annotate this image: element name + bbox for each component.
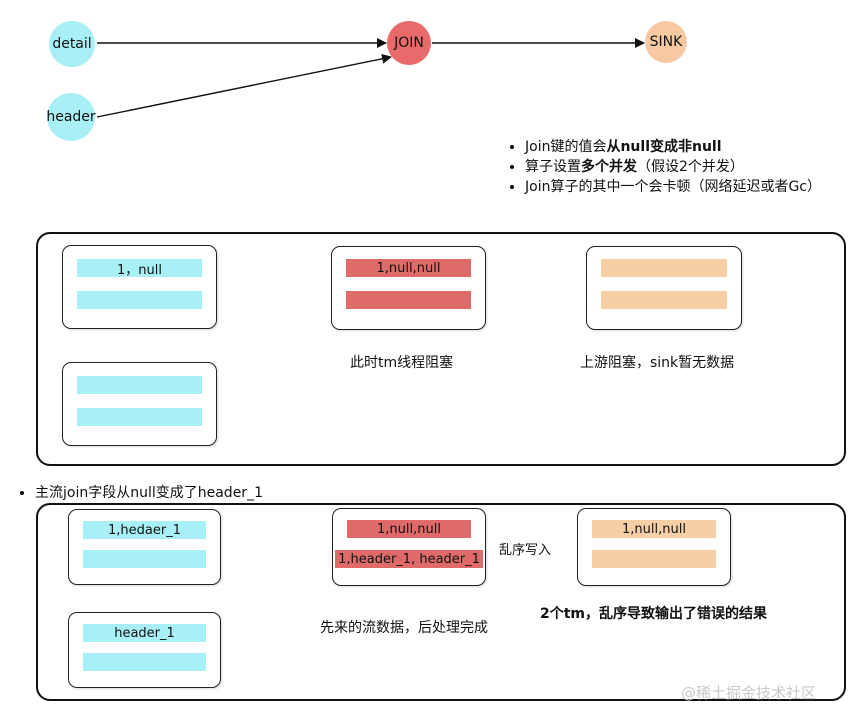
- p1-join-bar-1: 1,null,null: [346, 259, 471, 277]
- mid-note-item: 主流join字段从null变成了header_1: [35, 483, 263, 503]
- p1-sink-bar-1: [601, 259, 727, 277]
- p1-join-bar-2: [346, 291, 471, 309]
- p1-join-card: 1,null,null: [331, 246, 486, 330]
- node-detail: detail: [49, 21, 95, 67]
- p2-source-card-top: 1,hedaer_1: [68, 509, 221, 585]
- node-detail-label: detail: [52, 36, 92, 52]
- note-item: Join算子的其中一个会卡顿（网络延迟或者Gc）: [525, 177, 821, 197]
- p1-join-caption: 此时tm线程阻塞: [350, 355, 454, 371]
- p2-source-bottom-bar-2: [83, 653, 206, 671]
- watermark: @稀土掘金技术社区: [681, 684, 817, 702]
- p1-source-card-bottom: [62, 362, 217, 446]
- p1-source-bottom-bar-1: [77, 376, 202, 394]
- p2-arrow-label: 乱序写入: [499, 543, 552, 558]
- note-item: Join键的值会从null变成非null: [525, 137, 821, 157]
- node-join-label: JOIN: [394, 35, 424, 51]
- node-sink: SINK: [645, 21, 687, 63]
- p1-sink-caption: 上游阻塞，sink暂无数据: [580, 355, 735, 371]
- p2-join-card: 1,null,null 1,header_1, header_1: [332, 508, 486, 586]
- p2-join-bar-2: 1,header_1, header_1: [335, 550, 483, 568]
- p2-result-caption: 2个tm，乱序导致输出了错误的结果: [540, 606, 768, 622]
- node-header: header: [46, 93, 96, 141]
- p1-source-bar-1: 1，null: [77, 259, 202, 278]
- p2-sink-bar-1: 1,null,null: [592, 520, 716, 538]
- p2-source-bar-1: 1,hedaer_1: [83, 521, 206, 539]
- p2-sink-bar-2: [592, 550, 716, 568]
- mid-note-list: 主流join字段从null变成了header_1: [15, 483, 263, 503]
- p2-source-card-bottom: header_1: [68, 612, 221, 688]
- note-item: 算子设置多个并发（假设2个并发）: [525, 157, 821, 177]
- arrow-header-to-join: [96, 53, 392, 118]
- node-header-label: header: [46, 109, 96, 125]
- p1-source-bar-2: [77, 291, 202, 309]
- p1-source-card-top: 1，null: [62, 245, 217, 329]
- node-join: JOIN: [387, 21, 431, 65]
- p1-sink-card: [586, 246, 742, 330]
- p2-source-bar-2: [83, 550, 206, 568]
- notes-list: Join键的值会从null变成非null 算子设置多个并发（假设2个并发） Jo…: [505, 137, 821, 197]
- p1-source-bottom-bar-2: [77, 408, 202, 426]
- node-sink-label: SINK: [649, 34, 683, 50]
- p2-join-bar-1: 1,null,null: [347, 520, 471, 538]
- p2-source-bottom-bar-1: header_1: [83, 624, 206, 642]
- p2-join-caption: 先来的流数据，后处理完成: [320, 620, 488, 636]
- p1-sink-bar-2: [601, 291, 727, 309]
- p2-sink-card: 1,null,null: [577, 508, 731, 586]
